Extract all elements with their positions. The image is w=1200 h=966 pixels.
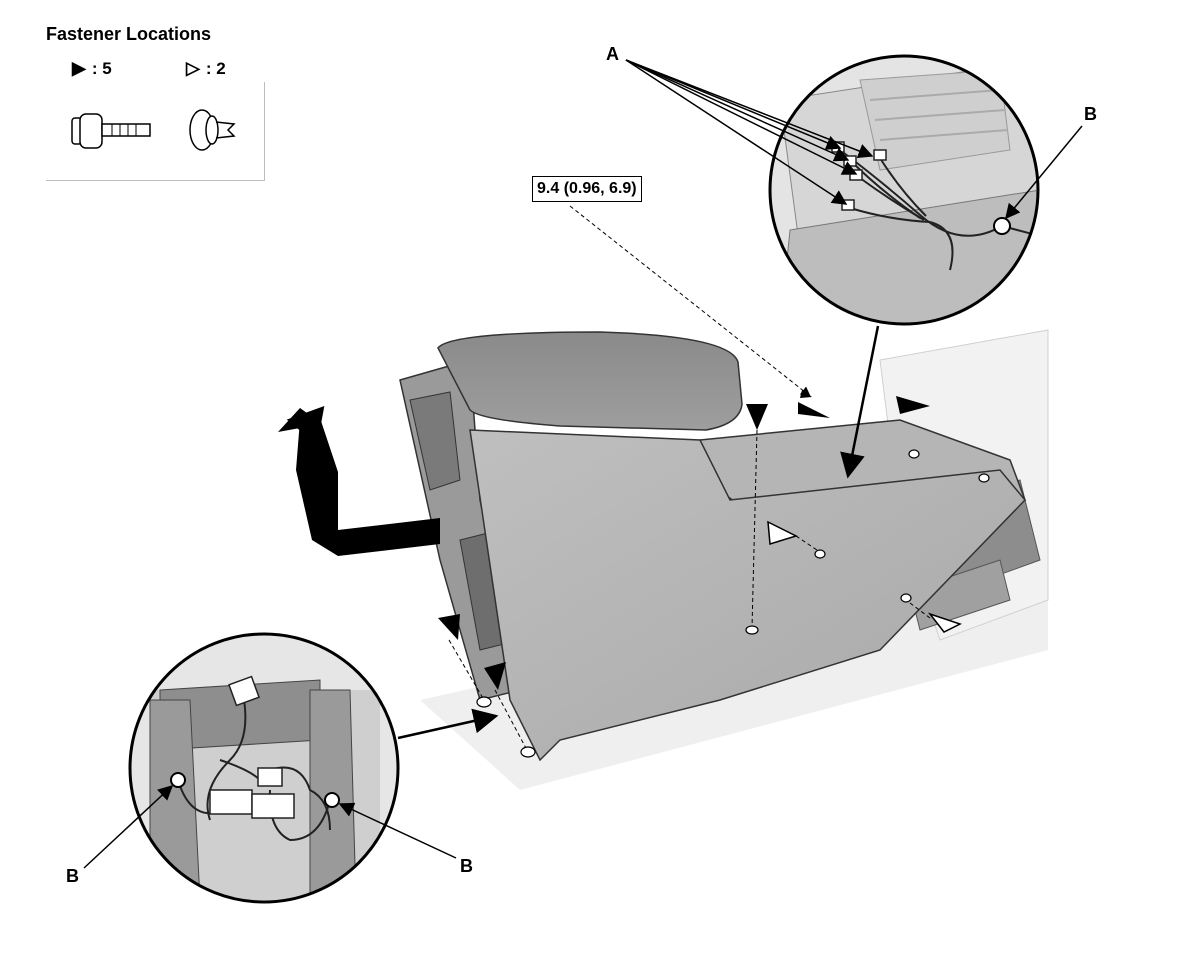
- fastener-guide-lines: [448, 205, 931, 753]
- console-side-panel: [469, 429, 1027, 762]
- bolt-marker: [746, 404, 768, 430]
- leader-lines: [83, 59, 1083, 869]
- bolt-marker: [896, 396, 930, 414]
- bottom-detail-view: [128, 632, 400, 904]
- armrest-lid: [437, 331, 743, 431]
- legend-bolt-count: : 5: [91, 58, 112, 78]
- bolt-markers: [438, 396, 930, 690]
- legend-item-clip: ▷ : 2: [186, 58, 226, 79]
- removal-direction-arrow: [296, 412, 440, 556]
- torque-spec-label: 9.4 (0.96, 6.9): [532, 176, 642, 202]
- detail-pointer-arrows: [397, 325, 880, 740]
- callout-b-bottom-left: B: [66, 866, 79, 886]
- callout-a: A: [606, 44, 619, 64]
- legend-box: [46, 82, 265, 181]
- callout-b-bottom-right: B: [460, 856, 473, 876]
- bolt-marker: [438, 614, 460, 640]
- bolt-marker: [484, 662, 506, 690]
- filled-triangle-icon: ▶: [72, 58, 86, 78]
- outline-triangle-icon: ▷: [186, 58, 200, 78]
- legend-clip-count: : 2: [205, 58, 226, 78]
- top-detail-view: [768, 54, 1040, 326]
- callout-b-top: B: [1084, 104, 1097, 124]
- legend-title: Fastener Locations: [46, 24, 212, 44]
- legend-item-bolt: ▶ : 5: [72, 58, 112, 79]
- bolt-marker: [798, 402, 830, 418]
- clip-markers: [767, 520, 962, 633]
- clip-icon: [189, 109, 236, 151]
- fastener-points: [476, 449, 990, 758]
- clip-marker: [927, 612, 962, 633]
- bolt-icon: [71, 113, 151, 149]
- clip-marker: [767, 520, 799, 545]
